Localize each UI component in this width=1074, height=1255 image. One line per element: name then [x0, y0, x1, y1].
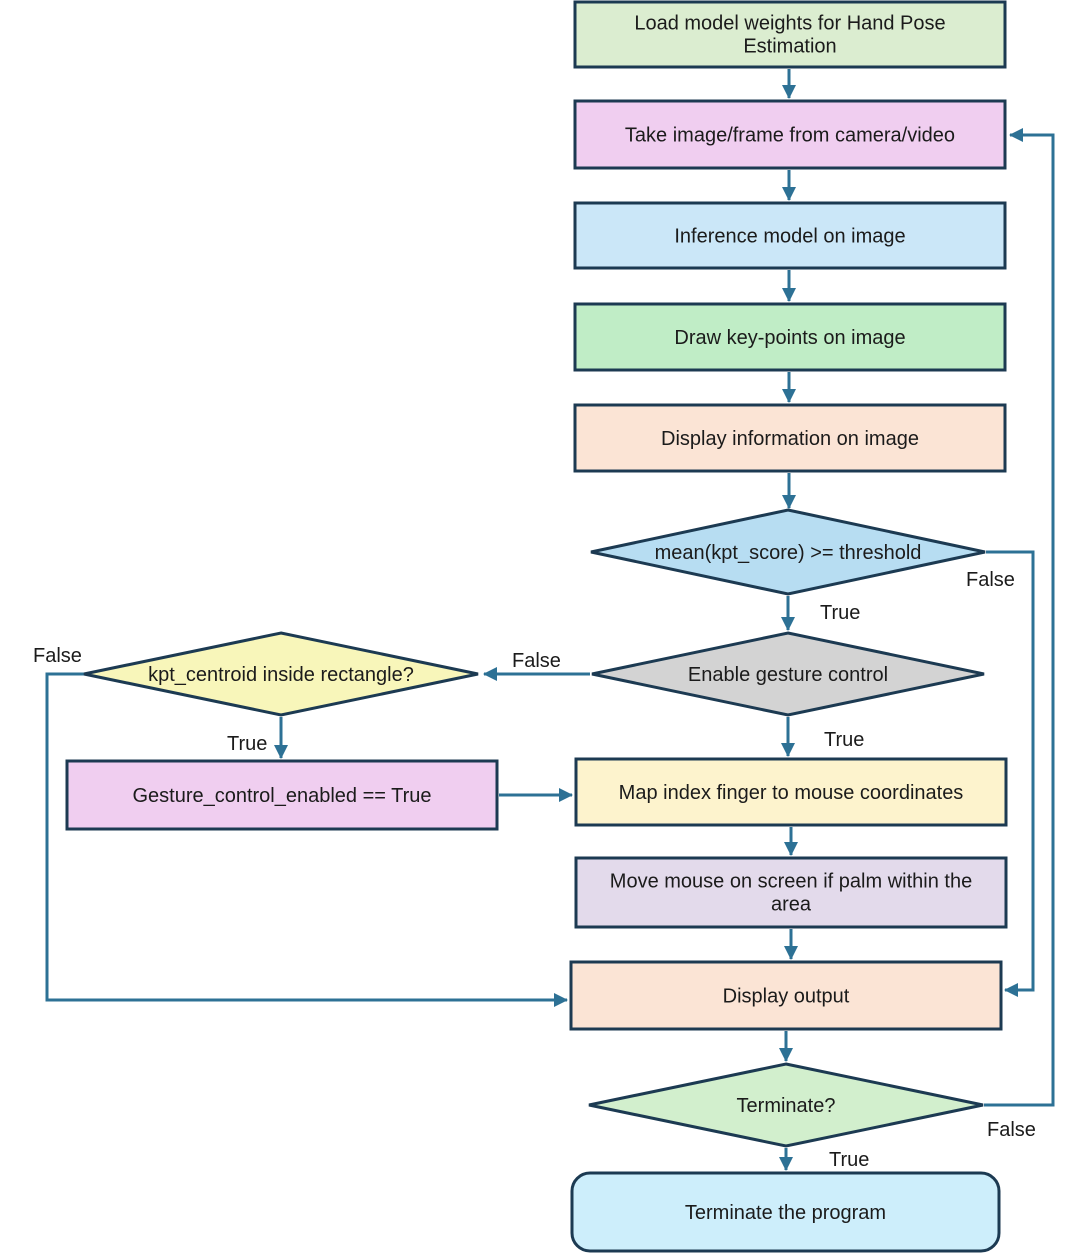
edge-score-false-to-output [986, 550, 1035, 997]
terminate-check-label: Terminate? [737, 1095, 836, 1117]
take-frame-shape [573, 99, 1007, 170]
flow-node-terminate-check: Terminate? [588, 1062, 984, 1148]
flow-node-centroid-check: kpt_centroid inside rectangle? [83, 631, 479, 717]
edge-centroid-false-to-output [45, 672, 568, 1007]
enable-gesture-label: Enable gesture control [688, 664, 888, 686]
map-finger-label: Map index finger to mouse coordinates [619, 782, 964, 804]
draw-keypoints-label: Draw key-points on image [674, 327, 905, 349]
centroid-check-label: kpt_centroid inside rectangle? [148, 664, 414, 686]
take-frame-label: Take image/frame from camera/video [625, 125, 955, 147]
display-info-shape [573, 403, 1007, 473]
display-output-shape [569, 960, 1003, 1031]
edge-terminate-false-to-take [984, 128, 1055, 1107]
edge-label-score-false-to-output: False [966, 569, 1015, 591]
centroid-check-shape [83, 631, 479, 717]
edge-label-centroid-true-to-gesture: True [227, 733, 267, 755]
inference-shape [573, 201, 1007, 270]
move-mouse-shape [574, 856, 1008, 929]
display-info-label: Display information on image [661, 428, 919, 450]
gesture-enabled-label: Gesture_control_enabled == True [132, 785, 431, 807]
edge-label-terminate-true-to-program: True [829, 1149, 869, 1171]
display-output-label: Display output [723, 986, 850, 1008]
load-weights-shape [573, 0, 1007, 69]
flow-node-inference: Inference model on image [573, 201, 1007, 270]
draw-keypoints-shape [573, 302, 1007, 372]
edge-label-enable-false-to-centroid: False [512, 650, 561, 672]
map-finger-shape [574, 757, 1008, 827]
flow-node-enable-gesture: Enable gesture control [591, 631, 985, 717]
enable-gesture-shape [591, 631, 985, 717]
flow-node-terminate-program: Terminate the program [570, 1171, 1001, 1253]
edge-label-enable-true-to-map: True [824, 729, 864, 751]
terminate-check-shape [588, 1062, 984, 1148]
gesture-enabled-shape [65, 759, 499, 831]
score-check-label: mean(kpt_score) >= threshold [655, 542, 922, 564]
flow-node-gesture-enabled: Gesture_control_enabled == True [65, 759, 499, 831]
flow-node-map-finger: Map index finger to mouse coordinates [574, 757, 1008, 827]
edge-label-centroid-false-to-output: False [33, 645, 82, 667]
flow-node-score-check: mean(kpt_score) >= threshold [590, 508, 986, 596]
flow-node-take-frame: Take image/frame from camera/video [573, 99, 1007, 170]
flow-node-display-output: Display output [569, 960, 1003, 1031]
edge-label-terminate-false-to-take: False [987, 1119, 1036, 1141]
edge-label-score-true-to-enable: True [820, 602, 860, 624]
terminate-program-shape [570, 1171, 1001, 1253]
terminate-program-label: Terminate the program [685, 1202, 886, 1224]
flow-node-display-info: Display information on image [573, 403, 1007, 473]
score-check-shape [590, 508, 986, 596]
flow-node-draw-keypoints: Draw key-points on image [573, 302, 1007, 372]
inference-label: Inference model on image [674, 226, 905, 248]
